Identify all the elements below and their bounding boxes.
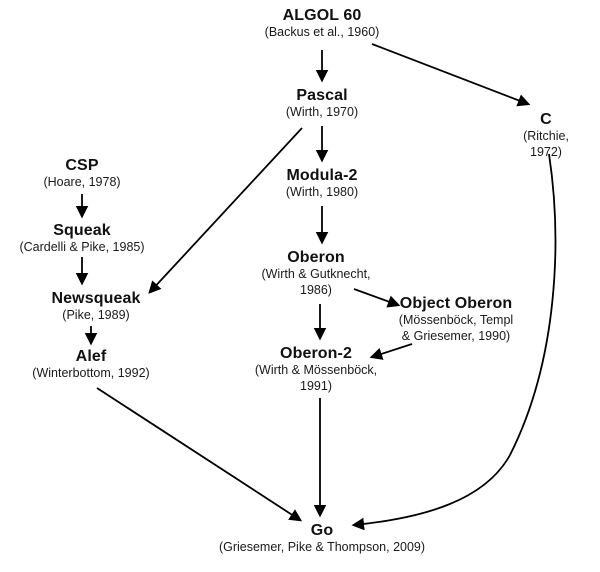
- node-oberon2: Oberon-2 (Wirth & Mössenböck, 1991): [255, 344, 377, 394]
- node-algol60-label: ALGOL 60: [282, 7, 362, 24]
- node-c-label: C: [540, 111, 552, 128]
- node-oberon-label: Oberon: [287, 249, 345, 266]
- node-squeak: Squeak (Cardelli & Pike, 1985): [19, 221, 144, 256]
- node-algol60: ALGOL 60 (Backus et al., 1960): [265, 6, 380, 41]
- node-oberon-citation: (Wirth & Gutknecht, 1986): [261, 267, 371, 297]
- node-objectoberon-citation: (Mössenböck, Templ & Griesemer, 1990): [398, 313, 514, 343]
- node-c: C (Ritchie, 1972): [519, 110, 573, 160]
- node-modula2-citation: (Wirth, 1980): [285, 185, 359, 199]
- node-alef-citation: (Winterbottom, 1992): [32, 366, 150, 380]
- node-pascal: Pascal (Wirth, 1970): [286, 86, 358, 121]
- node-objectoberon-label: Object Oberon: [399, 295, 513, 312]
- node-algol60-citation: (Backus et al., 1960): [264, 25, 380, 39]
- edge-alef-go: [96, 387, 303, 522]
- node-squeak-label: Squeak: [53, 222, 111, 239]
- node-c-citation: (Ritchie, 1972): [523, 129, 569, 159]
- edge-objectoberon-oberon2: [369, 343, 413, 360]
- node-go: Go (Griesemer, Pike & Thompson, 2009): [219, 521, 425, 556]
- node-objectoberon: Object Oberon (Mössenböck, Templ & Gries…: [399, 294, 513, 344]
- node-newsqueak: Newsqueak (Pike, 1989): [52, 289, 141, 324]
- node-squeak-citation: (Cardelli & Pike, 1985): [19, 240, 145, 254]
- node-oberon: Oberon (Wirth & Gutknecht, 1986): [261, 248, 370, 298]
- edge-pascal-newsqueak: [148, 127, 303, 294]
- node-alef: Alef (Winterbottom, 1992): [32, 347, 149, 382]
- node-newsqueak-label: Newsqueak: [51, 290, 141, 307]
- node-newsqueak-citation: (Pike, 1989): [62, 308, 130, 322]
- node-pascal-citation: (Wirth, 1970): [285, 105, 359, 119]
- node-csp: CSP (Hoare, 1978): [43, 156, 120, 191]
- node-modula2-label: Modula-2: [286, 167, 358, 184]
- node-csp-citation: (Hoare, 1978): [43, 175, 121, 189]
- node-oberon2-citation: (Wirth & Mössenböck, 1991): [254, 363, 378, 393]
- edge-oberon-objectoberon: [353, 288, 401, 308]
- node-oberon2-label: Oberon-2: [280, 345, 352, 362]
- node-csp-label: CSP: [65, 157, 99, 174]
- edge-c-go: [351, 153, 557, 531]
- node-alef-label: Alef: [75, 348, 107, 365]
- edge-algol60-c: [371, 43, 531, 107]
- node-go-citation: (Griesemer, Pike & Thompson, 2009): [218, 540, 426, 554]
- node-modula2: Modula-2 (Wirth, 1980): [286, 166, 358, 201]
- node-go-label: Go: [310, 522, 334, 539]
- node-pascal-label: Pascal: [296, 87, 348, 104]
